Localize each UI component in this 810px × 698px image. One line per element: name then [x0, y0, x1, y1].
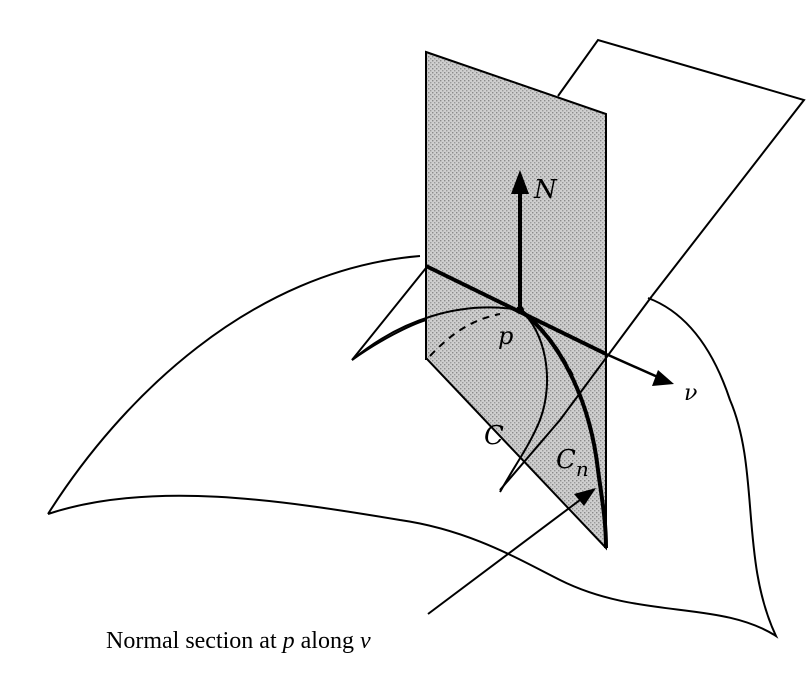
curve-c	[499, 309, 549, 493]
surface-outline	[47, 255, 779, 639]
point-p-dot	[516, 306, 524, 314]
left-dashed-arc	[429, 313, 501, 357]
label-cn: Cn	[556, 445, 589, 481]
surface-left-fold	[351, 267, 427, 361]
caption-middle: along	[294, 628, 360, 654]
label-p: p	[498, 322, 513, 350]
direction-arrow-icon	[652, 370, 674, 386]
normal-arrow-icon	[511, 170, 529, 194]
caption-direction: ν	[359, 628, 371, 654]
label-c: C	[484, 421, 504, 451]
tangent-plane-front-edge	[499, 295, 653, 491]
caption-point: p	[282, 628, 295, 654]
tangent-plane	[557, 38, 806, 297]
caption-prefix: Normal section at	[106, 628, 283, 654]
label-nu: ν	[684, 381, 697, 406]
direction-vector-line	[605, 352, 661, 380]
label-cn-base: C	[556, 445, 576, 475]
figure-caption: Normal section at p along ν	[106, 628, 371, 655]
caption-pointer-arrow-icon	[574, 488, 596, 506]
curve-cn-dashed	[529, 317, 577, 381]
label-cn-subscript: n	[576, 457, 589, 481]
caption-pointer-line	[427, 499, 581, 615]
label-n: N	[533, 175, 558, 205]
surface-curve-arc	[351, 306, 521, 361]
